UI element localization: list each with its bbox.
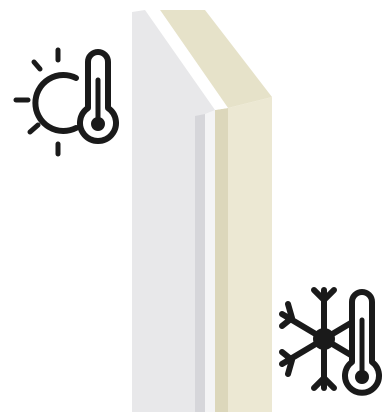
insulation-top-face [160, 10, 272, 108]
snowflake-thermometer-icon [278, 284, 390, 404]
panel-white-side [205, 110, 215, 412]
sun-thermometer-icon [10, 40, 126, 160]
panel-face [132, 10, 215, 412]
insulation-edge [215, 108, 228, 412]
panel-shadow [195, 114, 205, 412]
insulation-side-face [228, 97, 272, 412]
panel-white-edge [145, 10, 228, 110]
